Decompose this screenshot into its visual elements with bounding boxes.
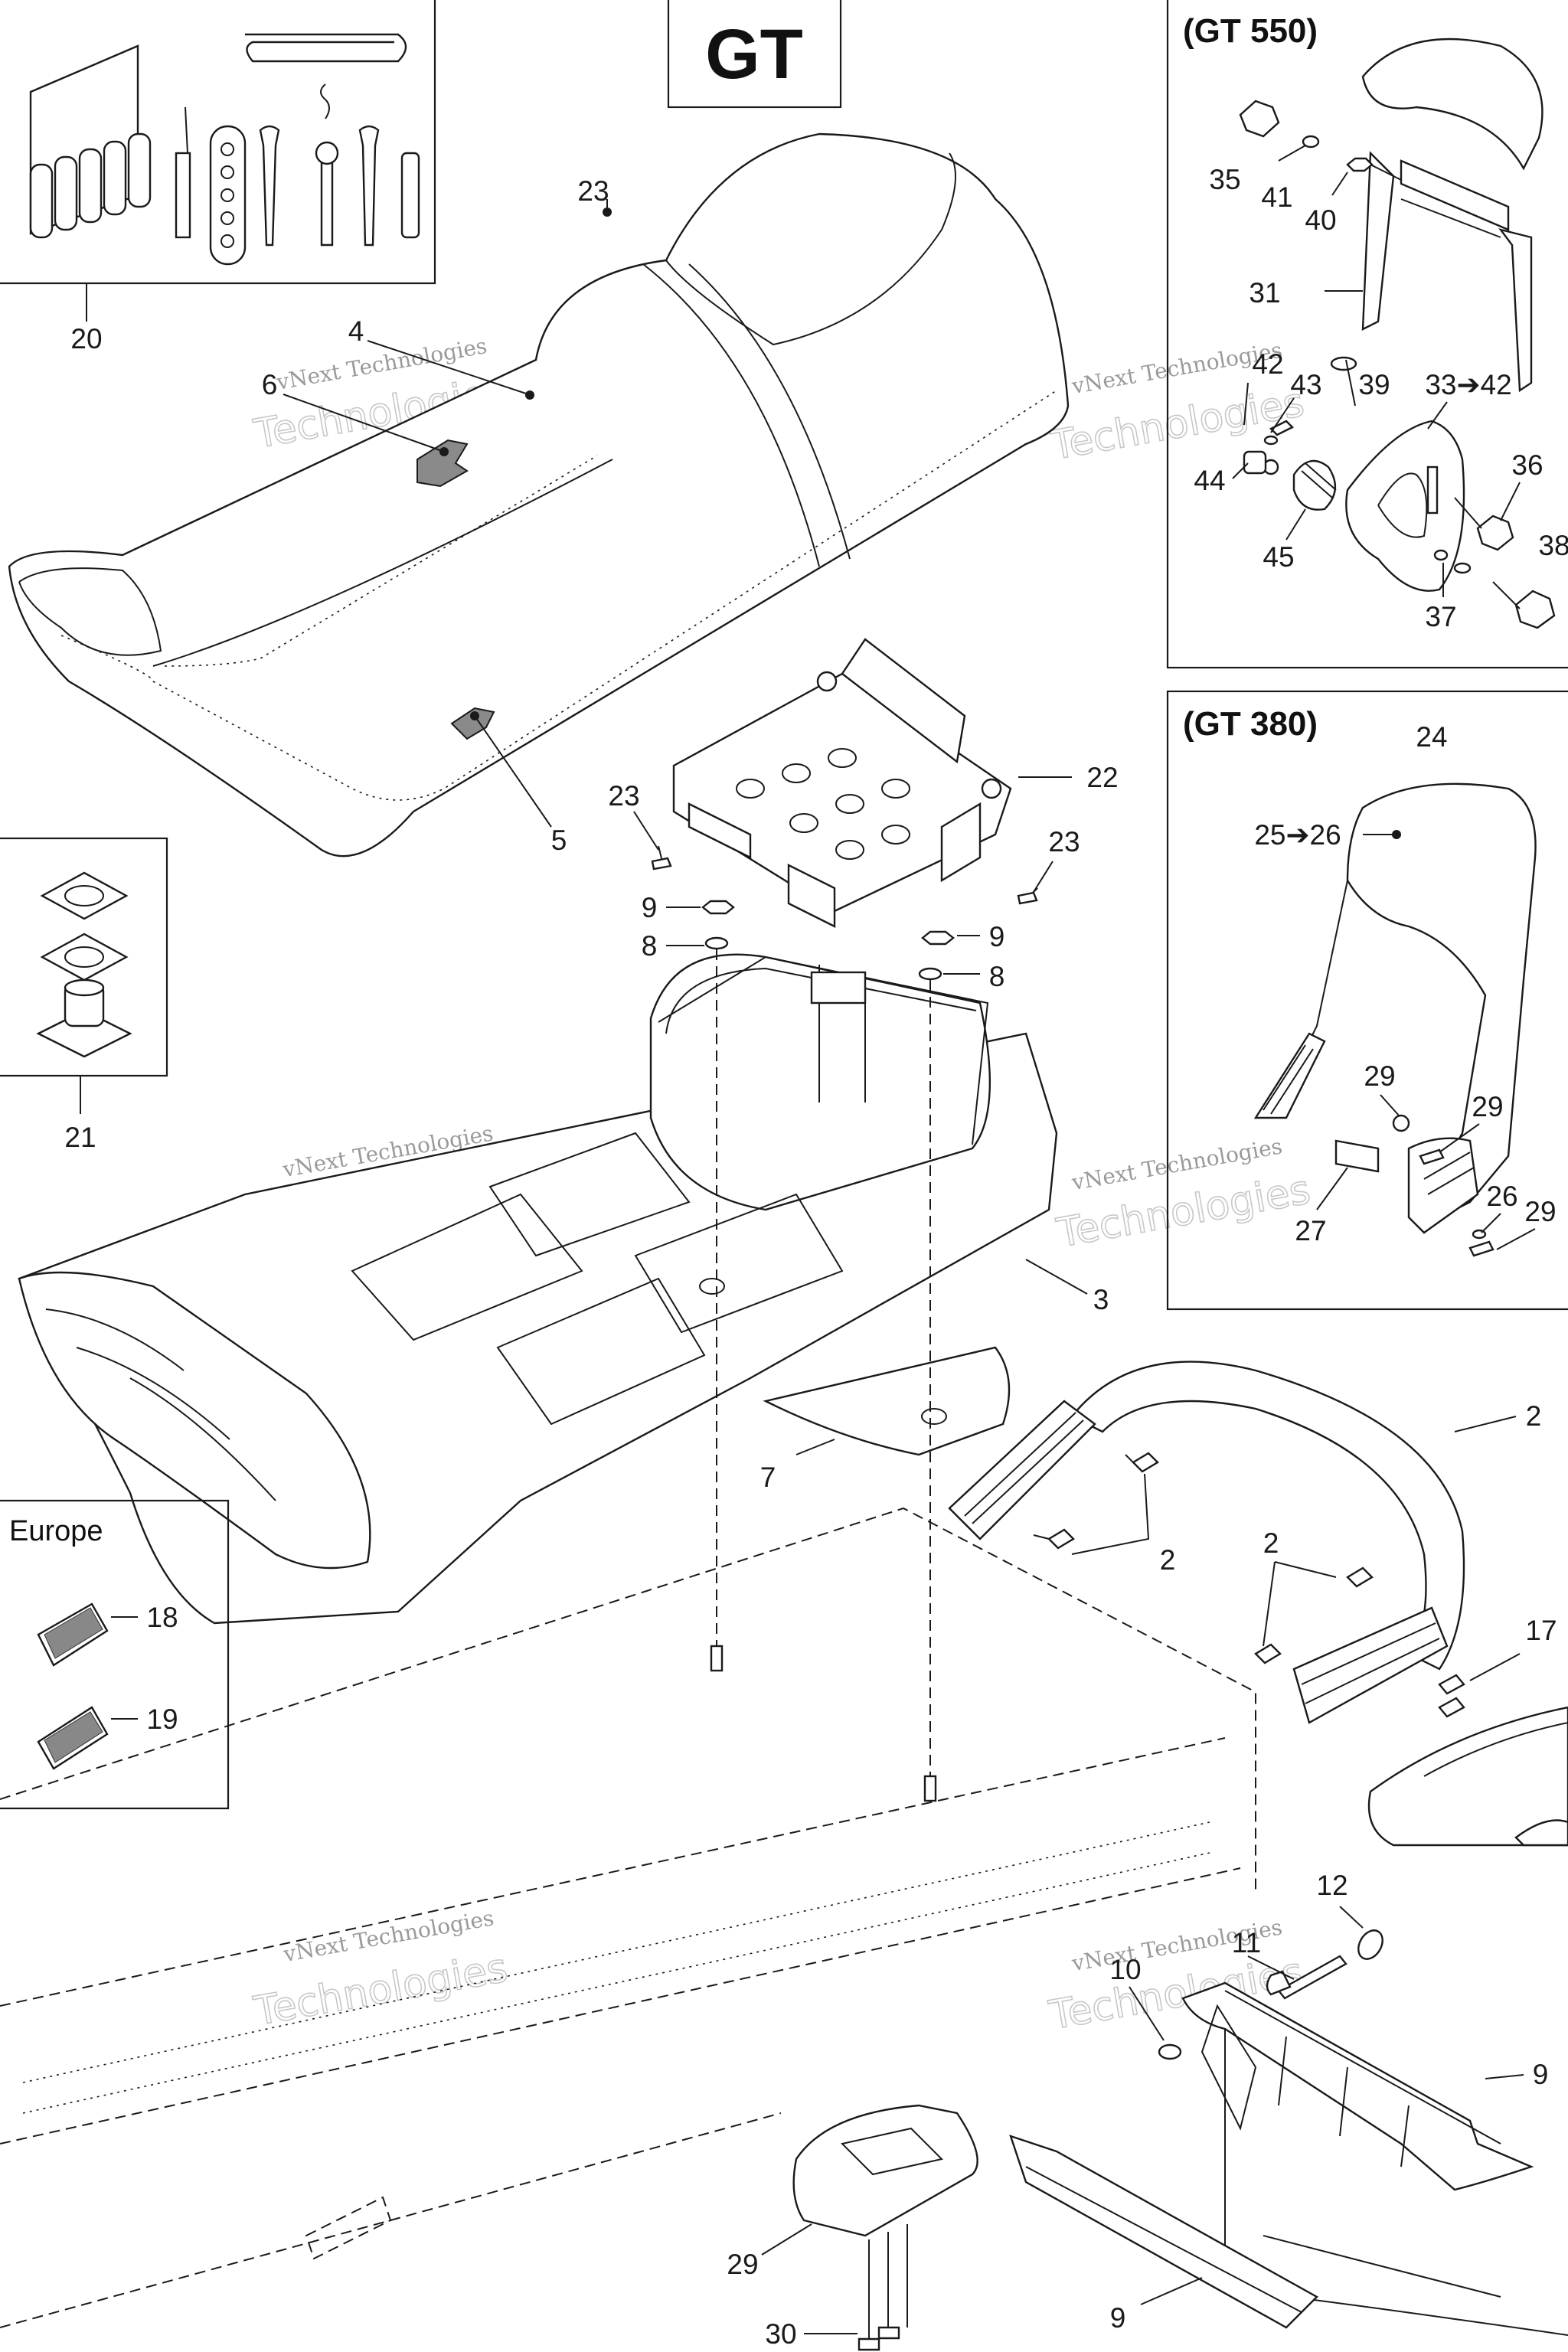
- callout-11: 9: [1110, 2302, 1126, 2334]
- callout-13: 11: [1232, 1927, 1261, 1958]
- callout-30: 29: [1364, 1060, 1395, 1092]
- callout-8b: 8: [989, 961, 1005, 992]
- callout-3: 3: [1093, 1284, 1109, 1315]
- callout-38: 37: [1425, 601, 1456, 632]
- callout-2b: 2: [1263, 1527, 1279, 1559]
- callout-35: 33➔42: [1425, 369, 1511, 400]
- tail-light-drawing: [792, 2104, 978, 2351]
- callout-18: 18: [146, 1602, 178, 1633]
- screw-2a: [1125, 1452, 1159, 1473]
- callout-12: 10: [1109, 1954, 1141, 1985]
- hardware-gt550: [1239, 100, 1556, 629]
- watermark-4: Technologies vNext Technologies: [1053, 1133, 1315, 1257]
- callout-44: 43: [1290, 369, 1321, 400]
- gt550-inset: (GT 550): [1166, 0, 1568, 669]
- europe-label: Europe: [9, 1515, 103, 1547]
- backrest-gt550-drawing: [1361, 38, 1544, 393]
- callout-19: 19: [146, 1704, 178, 1735]
- grab-handle-drawing: [948, 1361, 1465, 1724]
- callout-1: 2: [1526, 1400, 1542, 1432]
- tools-drawing: [175, 33, 420, 266]
- gt380-inset: (GT 380) 24 25➔26 29 29 27 26 29: [1166, 690, 1568, 1311]
- callout-9b: 9: [989, 921, 1005, 952]
- callout-32: 30: [765, 2318, 796, 2350]
- screw-2c: [1346, 1566, 1374, 1588]
- tunnel-drawing: [0, 1507, 1256, 2328]
- screw-2d: [1254, 1643, 1282, 1664]
- callout-7: 7: [760, 1462, 776, 1493]
- nuts-washers-drawing: [701, 900, 955, 981]
- seat-base-drawing: [18, 953, 1058, 1625]
- title-box: GT: [667, 0, 842, 109]
- seat-drawing: [8, 132, 1070, 858]
- callout-4: 4: [348, 315, 364, 347]
- studs-drawing: [710, 1645, 937, 1802]
- callout-29b: 29: [1524, 1196, 1556, 1227]
- europe-inset: Europe 18 19: [0, 1499, 230, 1810]
- callout-23a: 23: [608, 780, 639, 812]
- reflector-18: [37, 1602, 109, 1667]
- callout-26: 25➔26: [1254, 819, 1341, 851]
- callout-36: 35: [1209, 164, 1240, 195]
- diagram-title: GT: [705, 15, 803, 93]
- luggage-rack-drawing: [1009, 1929, 1568, 2336]
- callout-6: 6: [262, 369, 278, 400]
- callout-27: 26: [1486, 1181, 1517, 1212]
- callout-28: 27: [1295, 1215, 1326, 1246]
- callout-33: 31: [1249, 277, 1280, 309]
- tool-kit-inset: 20: [0, 0, 436, 354]
- gt550-heading: (GT 550): [1183, 12, 1318, 50]
- mount-kit-inset: 21: [0, 837, 168, 1153]
- callout-20: 20: [70, 323, 102, 354]
- watermark-5: Technologies vNext Technologies: [250, 1905, 511, 2035]
- bracket-drawing: [672, 638, 1012, 928]
- callout-14: 12: [1316, 1870, 1348, 1901]
- callout-10: 9: [1533, 2059, 1549, 2090]
- callout-8a: 8: [642, 930, 658, 962]
- tool-pouch-drawing: [29, 44, 152, 239]
- callout-46: 45: [1263, 541, 1294, 573]
- callout-29a: 29: [1472, 1091, 1503, 1122]
- reflector-19: [37, 1706, 109, 1770]
- callout-21: 21: [64, 1122, 96, 1153]
- callout-9a: 9: [642, 892, 658, 923]
- rear-bumper-drawing: [1367, 1674, 1568, 1847]
- callout-24: 23: [577, 175, 609, 207]
- screw-2b: [1033, 1528, 1075, 1550]
- callout-22: 22: [1086, 762, 1118, 793]
- callout-25: 24: [1416, 721, 1447, 753]
- gt380-heading: (GT 380): [1183, 705, 1318, 743]
- callout-17: 17: [1525, 1615, 1557, 1646]
- callout-2a: 2: [1160, 1544, 1176, 1576]
- callout-45: 44: [1194, 465, 1225, 496]
- callout-40: 39: [1358, 369, 1390, 400]
- callout-42: 41: [1261, 181, 1292, 213]
- callout-5: 5: [551, 825, 567, 856]
- backrest-gt380-drawing: [1253, 782, 1537, 1257]
- callout-31: 29: [727, 2249, 758, 2280]
- callout-23b: 23: [1048, 826, 1080, 858]
- callout-37: 36: [1511, 449, 1543, 481]
- callout-43: 42: [1252, 348, 1283, 380]
- callout-41: 40: [1305, 204, 1336, 236]
- callout-39: 38: [1538, 530, 1568, 561]
